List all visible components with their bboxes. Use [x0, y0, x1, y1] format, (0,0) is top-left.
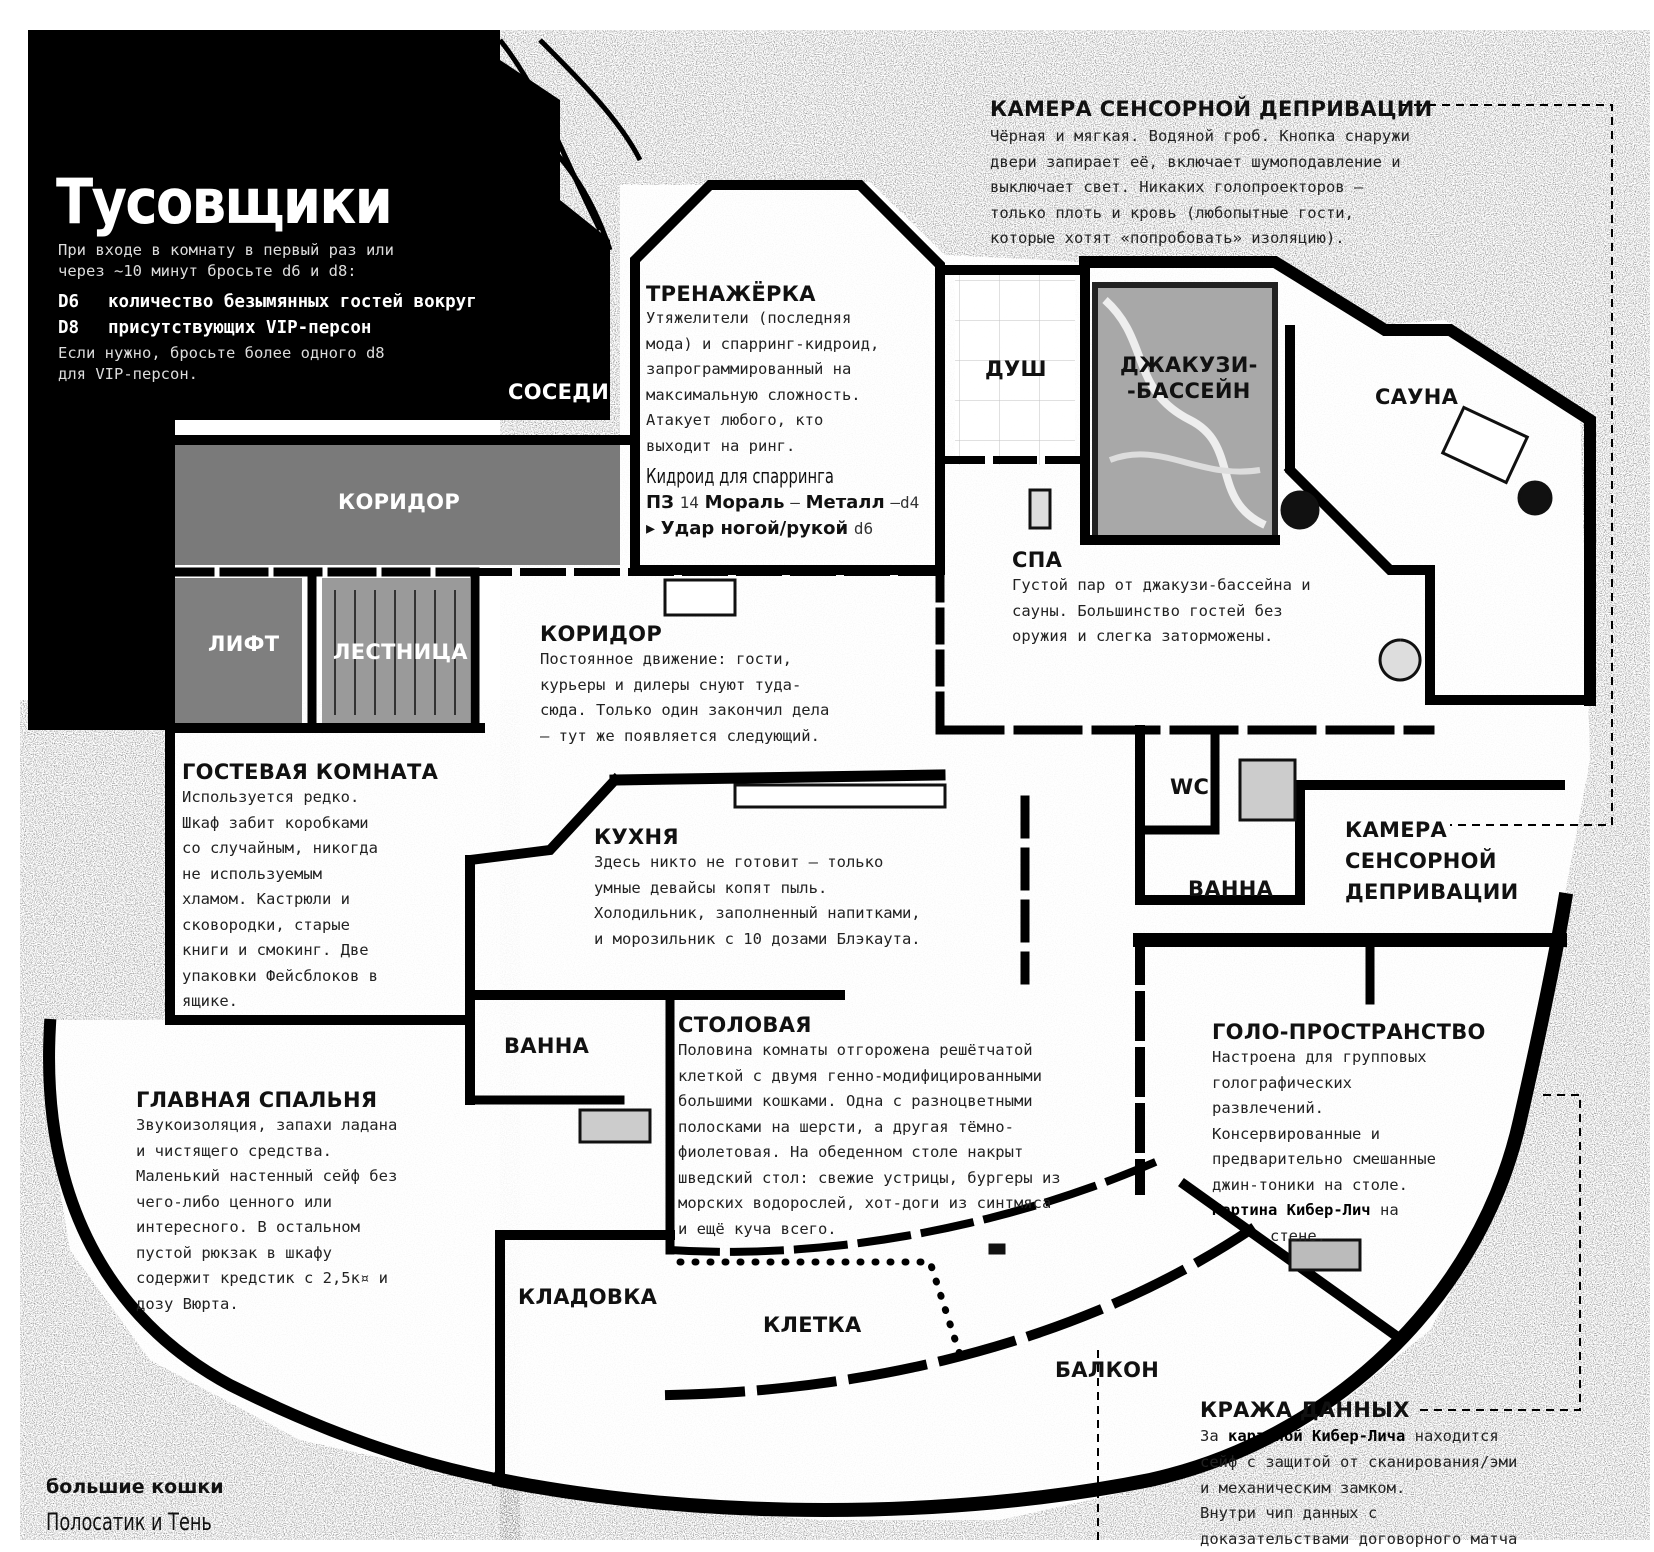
morale-sep: – — [790, 493, 800, 512]
label-sensory-room: КАМЕРА СЕНСОРНОЙ ДЕПРИВАЦИИ — [1345, 818, 1519, 904]
hp-value: 14 — [679, 493, 699, 512]
holo-tail-1: на — [1379, 1201, 1399, 1219]
npc-stats: ПЗ 14 Мораль – Металл –d4 — [646, 492, 919, 513]
dice-label: D8 — [58, 318, 80, 338]
callout-lines — [1097, 104, 1613, 1543]
holo-desc-bold: Картина Кибер-Лич на — [1212, 1198, 1512, 1224]
triangle-icon: ▸ — [646, 518, 656, 539]
guest-title: ГОСТЕВАЯ КОМНАТА — [182, 760, 439, 784]
theft-pre: За — [1200, 1427, 1219, 1445]
header-note: Если нужно, бросьте более одного d8 для … — [58, 344, 385, 383]
spa-title: СПА — [1012, 548, 1063, 572]
cats-names: Полосатик и Тень — [46, 1508, 212, 1536]
theft-title: КРАЖА ДАННЫХ — [1200, 1398, 1410, 1422]
holo-tail-2: стене. — [1270, 1227, 1326, 1245]
sensory-title: КАМЕРА СЕНСОРНОЙ ДЕПРИВАЦИИ — [990, 97, 1433, 121]
shower-room — [955, 275, 1075, 465]
hp-label: ПЗ — [646, 492, 674, 513]
label-balcony: БАЛКОН — [1055, 1358, 1160, 1382]
bedroom-desc: Звукоизоляция, запахи ладана и чистящего… — [136, 1116, 398, 1313]
plant-decoration — [498, 38, 643, 251]
label-wc: WC — [1170, 775, 1210, 799]
kitchen-title: КУХНЯ — [594, 825, 679, 849]
guest-desc: Используется редко. Шкаф забит коробками… — [182, 788, 378, 1010]
armor-label: Металл — [805, 492, 885, 513]
label-pantry: КЛАДОВКА — [518, 1285, 658, 1309]
gym-desc: Утяжелители (последняя мода) и спарринг-… — [646, 309, 880, 455]
label-bath-west: ВАННА — [504, 1034, 590, 1058]
label-jacuzzi: ДЖАКУЗИ- -БАССЕЙН — [1120, 353, 1258, 403]
kitchen-desc: Здесь никто не готовит — только умные де… — [594, 853, 921, 948]
bedroom-title: ГЛАВНАЯ СПАЛЬНЯ — [136, 1088, 378, 1112]
painting-name: Картина Кибер-Лич — [1212, 1201, 1371, 1219]
label-neighbors: СОСЕДИ — [508, 380, 610, 404]
theft-post: находится — [1414, 1427, 1499, 1445]
stairs-steps — [334, 590, 456, 715]
label-sauna: САУНА — [1375, 385, 1459, 409]
dice-text: количество безымянных гостей вокруг — [108, 292, 477, 312]
page-title: Тусовщики — [56, 165, 393, 238]
walls — [43, 180, 1596, 1517]
morale-label: Мораль — [704, 492, 785, 513]
dining-title: СТОЛОВАЯ — [678, 1013, 812, 1037]
label-cage: КЛЕТКА — [763, 1313, 862, 1337]
theft-first-line: За картиной Кибер-Лича находится — [1200, 1424, 1650, 1450]
furniture — [578, 405, 1553, 1272]
elevator-room — [172, 578, 302, 723]
gym-title: ТРЕНАЖЁРКА — [646, 282, 816, 306]
sensory-desc: Чёрная и мягкая. Водяной гроб. Кнопка сн… — [990, 127, 1410, 247]
cats-title: большие кошки — [46, 1476, 224, 1498]
label-stairs: ЛЕСТНИЦА — [333, 640, 468, 664]
npc-name: Кидроид для спарринга — [646, 464, 834, 488]
theft-bold: картиной Кибер-Лича — [1228, 1427, 1406, 1445]
dice-text: присутствующих VIP-персон — [108, 318, 372, 338]
holo-desc: Настроена для групповых голографических … — [1212, 1048, 1436, 1194]
corridor-top-room — [170, 440, 620, 565]
dice-row-d6: D6 количество безымянных гостей вокруг — [58, 292, 477, 312]
npc-attack: ▸ Удар ногой/рукой d6 — [646, 518, 873, 539]
attack-label: Удар ногой/рукой — [660, 518, 849, 539]
cage-fence — [676, 1258, 964, 1359]
label-bath-east: ВАННА — [1188, 877, 1274, 901]
header-intro: При входе в комнату в первый раз или чер… — [58, 241, 394, 280]
armor-value: –d4 — [890, 493, 920, 512]
dice-label: D6 — [58, 292, 80, 312]
label-shower: ДУШ — [985, 357, 1047, 381]
dining-desc: Половина комнаты отгорожена решётчатой к… — [678, 1041, 1061, 1238]
neighbors-dark-area — [28, 430, 175, 730]
corridor-desc: Постоянное движение: гости, курьеры и ди… — [540, 650, 830, 745]
holo-title: ГОЛО-ПРОСТРАНСТВО — [1212, 1020, 1486, 1044]
dice-row-d8: D8 присутствующих VIP-персон — [58, 318, 371, 338]
theft-desc: сейф с защитой от сканирования/эми и мех… — [1200, 1453, 1518, 1548]
label-elevator: ЛИФТ — [208, 632, 280, 656]
jacuzzi-water — [1102, 297, 1267, 529]
label-corridor-top: КОРИДОР — [338, 490, 461, 514]
corridor-title: КОРИДОР — [540, 622, 663, 646]
spa-desc: Густой пар от джакузи-бассейна и сауны. … — [1012, 576, 1311, 645]
attack-damage: d6 — [853, 519, 874, 538]
jacuzzi-water-2 — [1108, 451, 1261, 475]
